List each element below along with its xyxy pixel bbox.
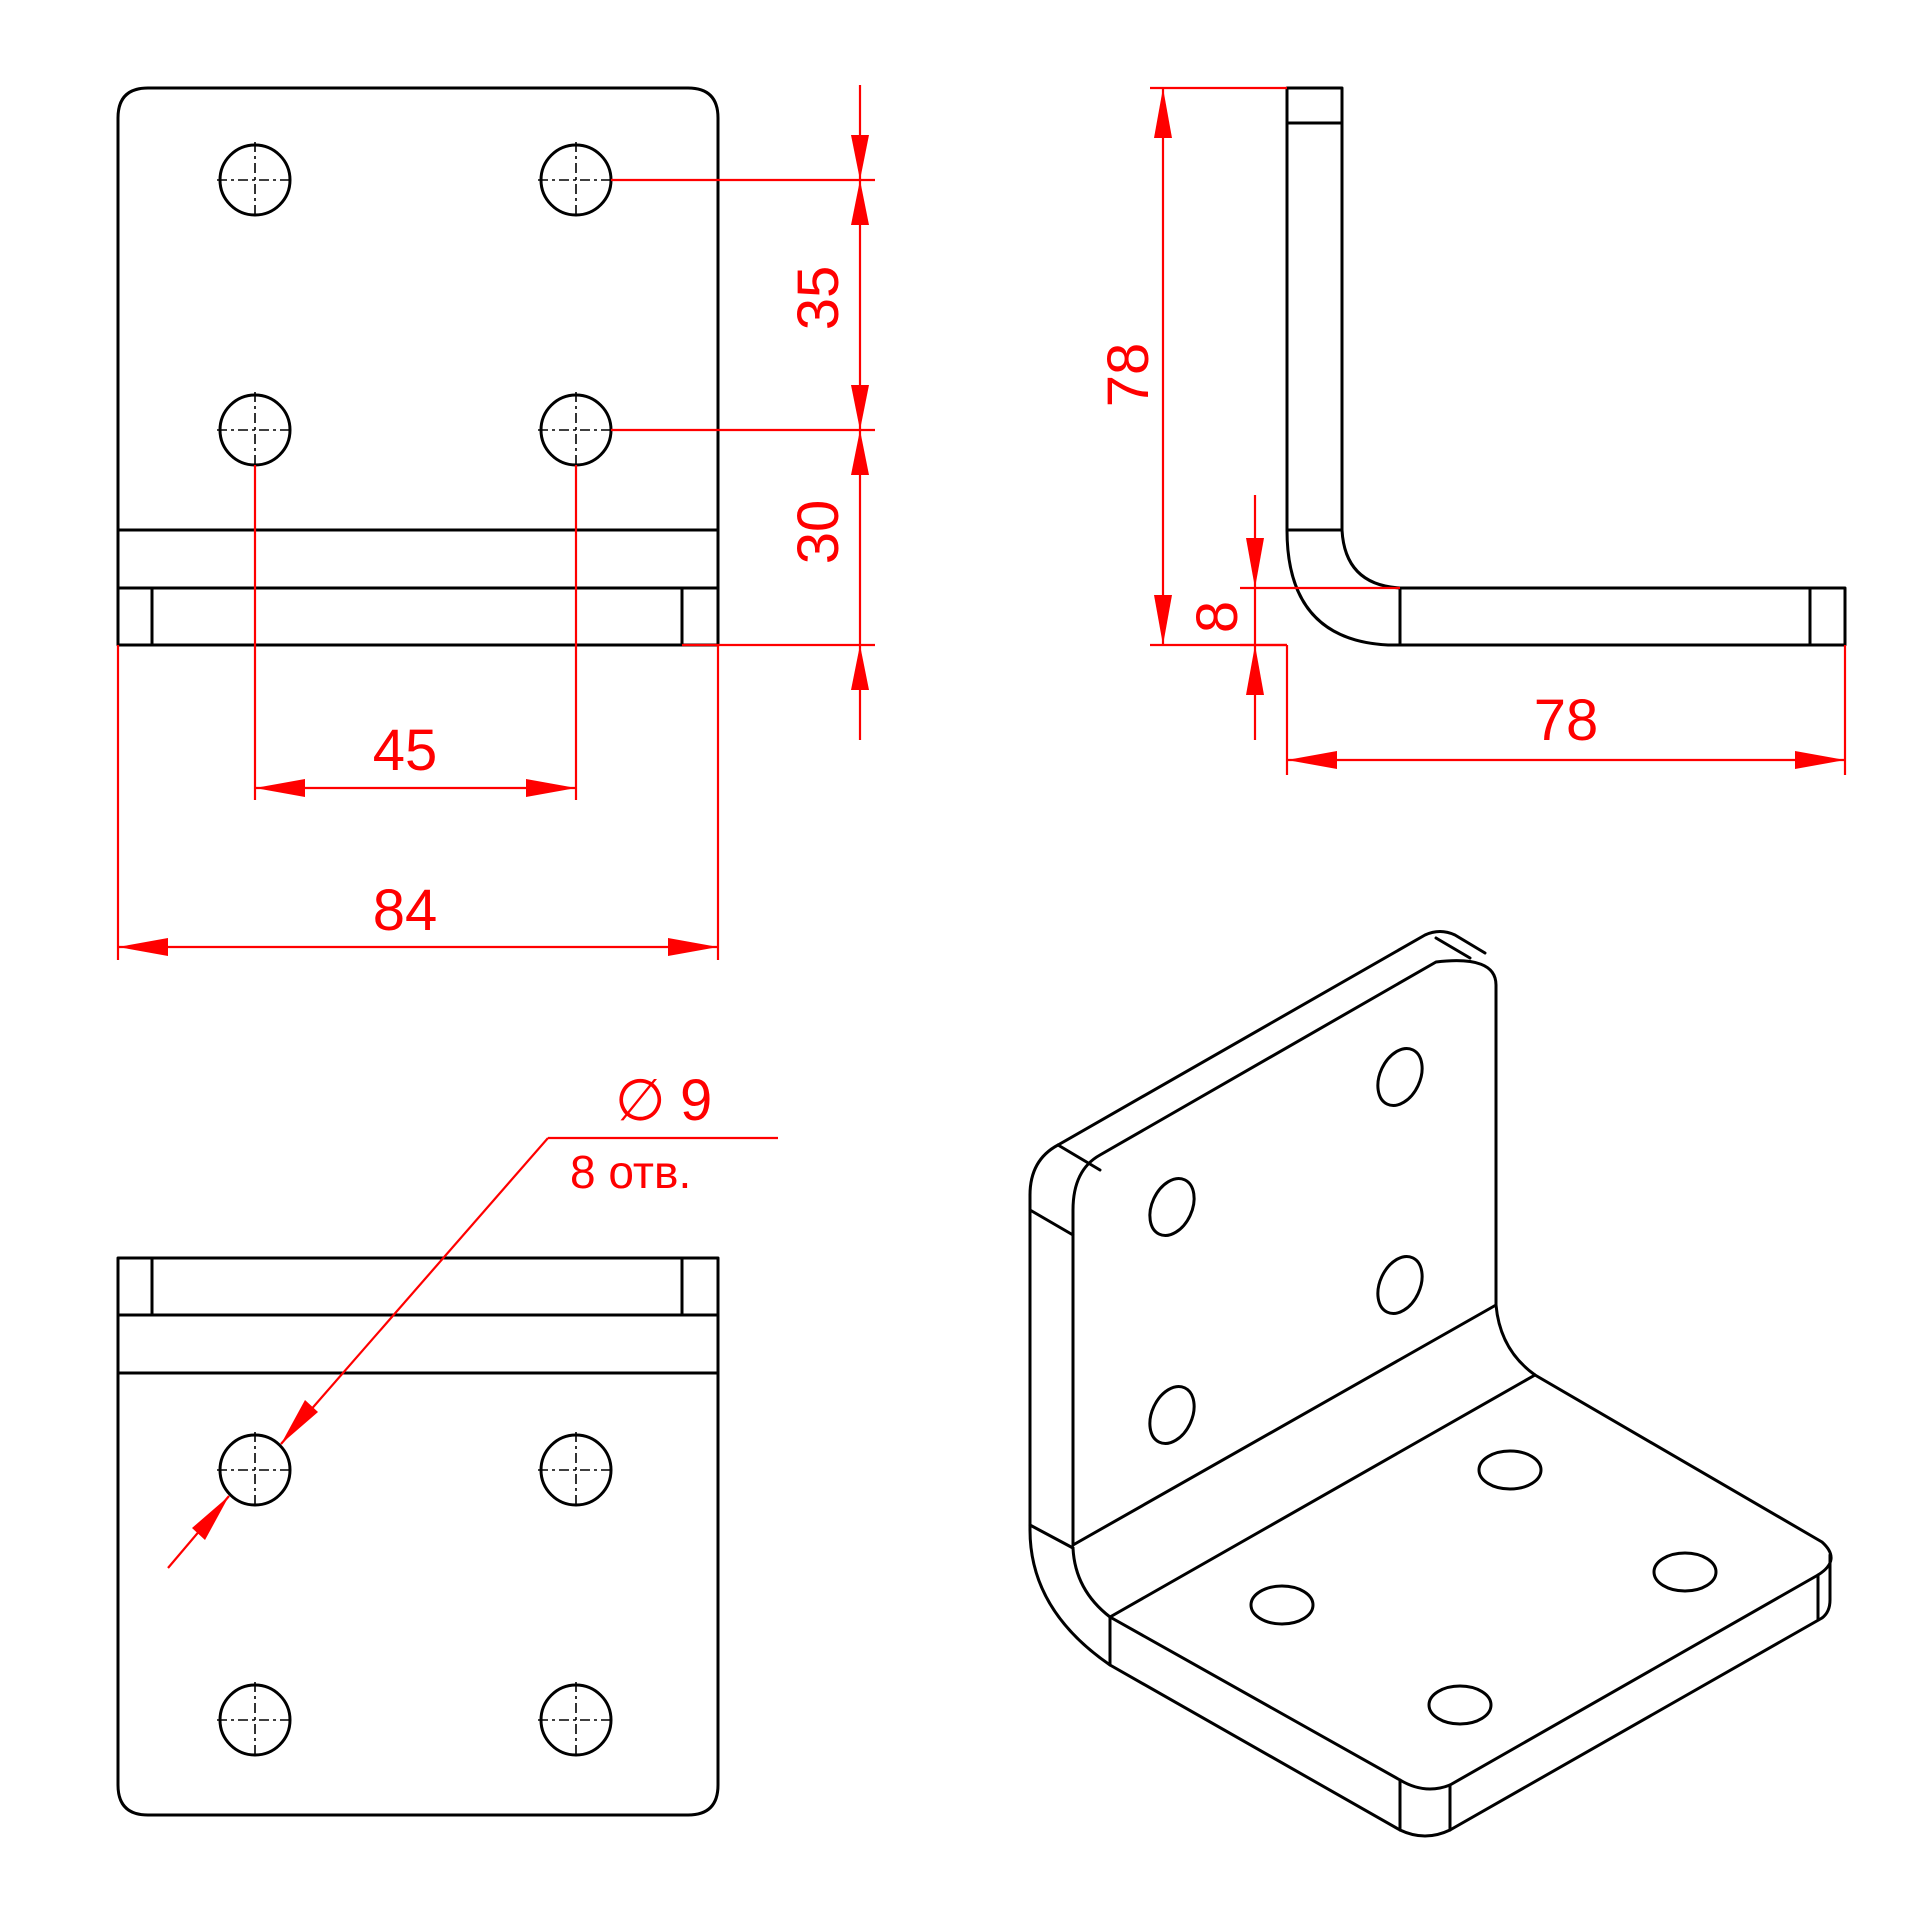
diameter-symbol: ∅ xyxy=(615,1068,666,1133)
dim-78-height: 78 xyxy=(1096,343,1161,408)
iso-hole-h1 xyxy=(1249,1584,1315,1626)
iso-top-edge-a xyxy=(1056,1143,1102,1172)
front-view xyxy=(116,86,720,647)
iso-vertical-plate-top xyxy=(1028,930,1487,1197)
iso-top-edge-b xyxy=(1434,936,1472,960)
front-view-outline xyxy=(116,86,720,647)
iso-vertical-plate-face xyxy=(1071,959,1498,1547)
side-view-dimensions: 78 8 78 xyxy=(1096,86,1847,775)
iso-hole-v3 xyxy=(1376,1047,1424,1107)
front-view-dimensions: 35 30 45 84 xyxy=(116,85,875,960)
hole-callout: ∅ 9 8 отв. xyxy=(167,1068,778,1569)
iso-hole-h2 xyxy=(1477,1449,1543,1491)
bottom-view-outline xyxy=(116,1256,720,1817)
hole-1 xyxy=(215,140,295,220)
bottom-view xyxy=(116,1256,720,1817)
dim-30: 30 xyxy=(786,500,851,565)
iso-bend-inner xyxy=(1494,1303,1537,1377)
iso-bend-outer xyxy=(1071,1546,1112,1619)
hole-6 xyxy=(536,1430,616,1510)
dim-8: 8 xyxy=(1185,601,1250,633)
hole-count: 8 отв. xyxy=(570,1146,691,1198)
hole-7 xyxy=(215,1680,295,1760)
iso-left-edge xyxy=(1028,1193,1112,1667)
hole-2 xyxy=(536,140,616,220)
side-view xyxy=(1285,86,1847,647)
hole-3 xyxy=(215,390,295,470)
diameter-value: 9 xyxy=(680,1068,712,1133)
isometric-view xyxy=(1028,930,1833,1838)
iso-left-edge-inner xyxy=(1028,1208,1075,1237)
iso-horizontal-plate-edge xyxy=(1108,1553,1832,1838)
iso-bend-line-front xyxy=(1108,1373,1537,1619)
iso-hole-v2 xyxy=(1148,1385,1196,1445)
hole-8 xyxy=(536,1680,616,1760)
iso-bend-line-back xyxy=(1071,1303,1498,1547)
iso-hole-v4 xyxy=(1376,1255,1424,1315)
iso-horizontal-plate xyxy=(1108,1373,1833,1791)
side-view-profile xyxy=(1285,86,1847,647)
dim-45: 45 xyxy=(373,718,438,783)
dim-78-length: 78 xyxy=(1534,688,1599,753)
iso-hole-h3 xyxy=(1427,1684,1493,1726)
hole-4 xyxy=(536,390,616,470)
iso-hole-v1 xyxy=(1148,1177,1196,1237)
dim-84: 84 xyxy=(373,878,438,943)
iso-hole-h4 xyxy=(1652,1551,1718,1593)
dim-35: 35 xyxy=(786,266,851,331)
iso-left-edge-lower xyxy=(1028,1523,1075,1550)
